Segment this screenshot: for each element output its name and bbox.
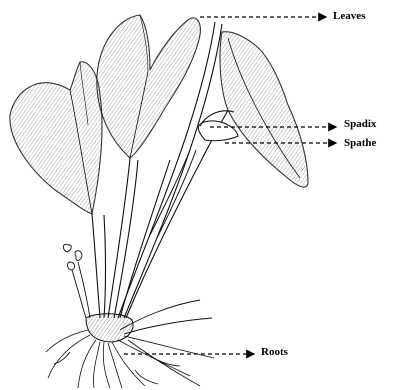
label-spadix: Spadix — [344, 119, 376, 130]
leaf-left — [10, 62, 102, 214]
label-roots: Roots — [261, 347, 288, 358]
leaf-right — [220, 32, 308, 187]
roots — [46, 330, 214, 388]
label-spathe: Spathe — [344, 138, 376, 149]
leaf-center — [97, 15, 201, 158]
small-flowers — [63, 244, 90, 318]
label-leaves: Leaves — [333, 11, 365, 22]
